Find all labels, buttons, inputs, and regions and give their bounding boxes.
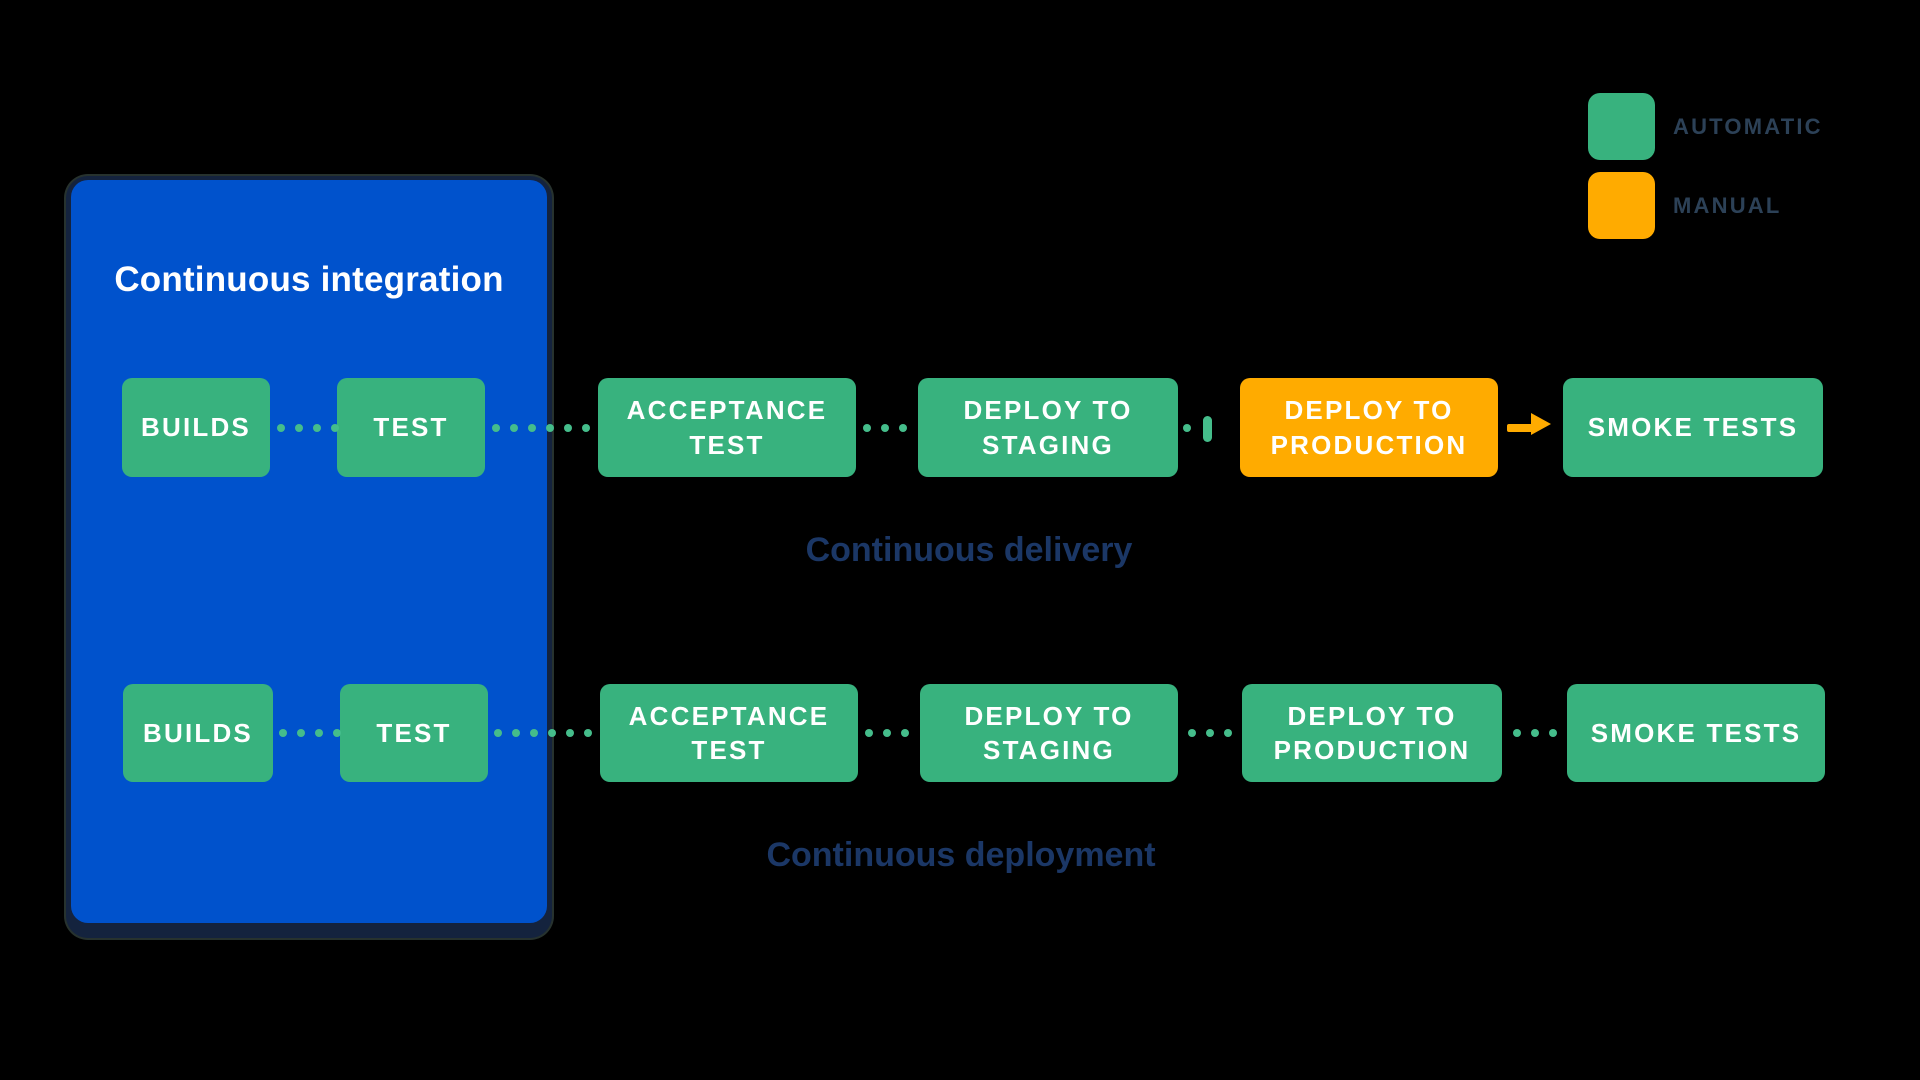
stage-acceptance-test-delivery: ACCEPTANCE TEST [598,378,856,477]
stage-deploy-staging-deployment: DEPLOY TO STAGING [920,684,1178,782]
automatic-label: AUTOMATIC [1673,113,1823,139]
dotted-connector [865,729,909,737]
stage-test-delivery: TEST [337,378,485,477]
dotted-connector [1188,729,1232,737]
stage-label: DEPLOY TO STAGING [963,395,1133,460]
stage-label: TEST [376,717,452,748]
stage-label: BUILDS [143,717,253,748]
manual-color-swatch [1588,172,1655,239]
stage-label: DEPLOY TO PRODUCTION [1273,700,1471,765]
stage-builds-deployment: BUILDS [123,684,273,782]
continuous-integration-container: Continuous integration [66,176,552,938]
manual-gate-dot [1183,424,1191,432]
manual-label: MANUAL [1673,192,1782,218]
deployment-caption: Continuous deployment [766,836,1156,874]
dotted-connector [277,424,339,432]
automatic-color-swatch [1588,93,1655,160]
legend-item-manual: MANUAL [1588,172,1782,239]
stage-label: ACCEPTANCE TEST [626,395,828,460]
stage-label: DEPLOY TO PRODUCTION [1270,395,1468,460]
stage-label: ACCEPTANCE TEST [628,700,830,765]
stage-label: SMOKE TESTS [1587,412,1799,443]
dotted-connector [863,424,907,432]
legend-item-automatic: AUTOMATIC [1588,93,1823,160]
stage-label: SMOKE TESTS [1590,717,1802,748]
stage-deploy-production-delivery: DEPLOY TO PRODUCTION [1240,378,1498,477]
dotted-connector [494,729,592,737]
dotted-connector [492,424,590,432]
stage-label: TEST [373,412,449,443]
stage-smoke-tests-deployment: SMOKE TESTS [1567,684,1825,782]
stage-label: BUILDS [141,412,251,443]
manual-deploy-arrow-head [1531,413,1551,435]
stage-test-deployment: TEST [340,684,488,782]
delivery-caption: Continuous delivery [805,531,1133,569]
manual-deploy-arrow [1507,424,1533,432]
dotted-connector [1513,729,1557,737]
dotted-connector [279,729,341,737]
stage-smoke-tests-delivery: SMOKE TESTS [1563,378,1823,477]
stage-builds-delivery: BUILDS [122,378,270,477]
stage-deploy-production-deployment: DEPLOY TO PRODUCTION [1242,684,1502,782]
manual-gate-separator [1203,416,1212,442]
stage-label: DEPLOY TO STAGING [964,700,1134,765]
continuous-integration-title: Continuous integration [114,260,504,299]
stage-deploy-staging-delivery: DEPLOY TO STAGING [918,378,1178,477]
continuous-integration-fill [71,180,547,923]
stage-acceptance-test-deployment: ACCEPTANCE TEST [600,684,858,782]
